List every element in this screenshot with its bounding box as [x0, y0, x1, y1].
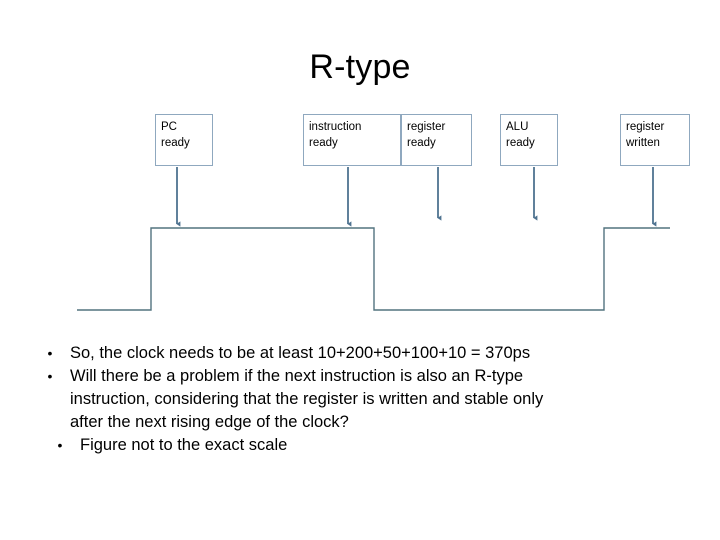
bullet-text: after the next rising edge of the clock? [70, 413, 349, 431]
bullet-text: Will there be a problem if the next inst… [70, 367, 524, 385]
bullet-marker: • [57, 437, 63, 453]
label-line-1: instruction [309, 121, 362, 133]
label-line-1: register [407, 121, 446, 133]
list-item: • So, the clock needs to be at least 10+… [36, 342, 696, 365]
bullet-text: So, the clock needs to be at least 10+20… [70, 344, 531, 362]
label-line-2: ready [506, 136, 535, 149]
label-line-1: register [626, 121, 665, 133]
label-box-register-ready: register ready [401, 114, 472, 166]
list-item-continuation: instruction, considering that the regist… [36, 388, 696, 411]
label-line-1: PC [161, 121, 177, 133]
label-box-alu-ready: ALU ready [500, 114, 558, 166]
annotation-arrows [176, 167, 657, 227]
bullet-marker: • [47, 345, 53, 361]
label-line-2: ready [309, 136, 338, 149]
label-box-instruction-ready: instruction ready [303, 114, 401, 166]
list-item: • Figure not to the exact scale [36, 434, 696, 457]
list-item-continuation: after the next rising edge of the clock? [36, 411, 696, 434]
bullet-list: • So, the clock needs to be at least 10+… [36, 342, 696, 457]
label-line-1: ALU [506, 121, 529, 133]
label-box-pc-ready: PC ready [155, 114, 213, 166]
bullet-text: instruction, considering that the regist… [70, 390, 544, 408]
list-item: • Will there be a problem if the next in… [36, 365, 696, 388]
label-line-2: ready [161, 136, 190, 149]
bullet-text: Figure not to the exact scale [80, 436, 288, 454]
label-line-2: ready [407, 136, 436, 149]
timing-diagram-svg [77, 167, 670, 311]
timing-diagram: PC ready instruction ready register read… [77, 114, 690, 311]
label-line-2: written [626, 136, 660, 149]
clock-waveform [77, 227, 670, 311]
page-title: R-type [309, 48, 411, 86]
label-box-register-written: register written [620, 114, 690, 166]
bullet-marker: • [47, 368, 53, 384]
